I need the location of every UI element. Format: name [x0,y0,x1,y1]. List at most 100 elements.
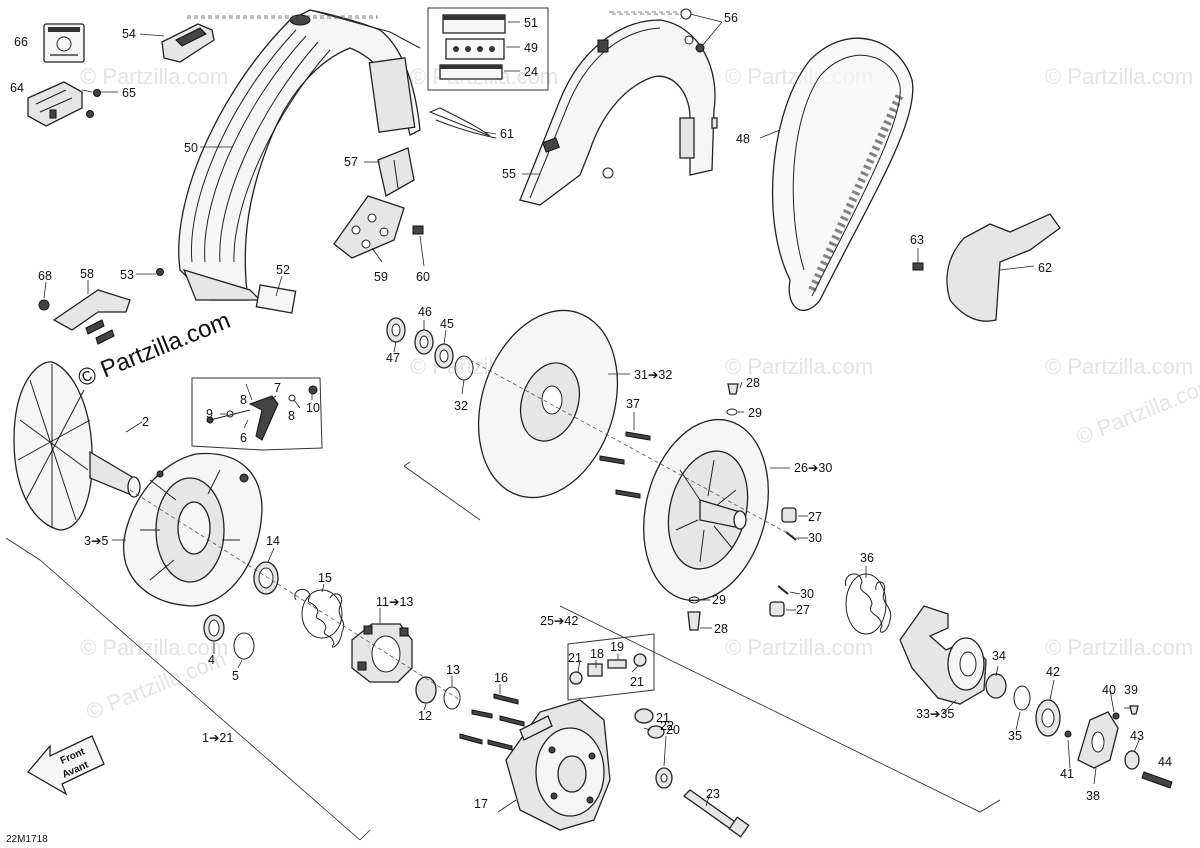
part-4-bushing [203,614,225,642]
part-44-bolt [1141,771,1173,789]
callout-37: 37 [626,397,640,411]
part-62-shield [946,213,1061,322]
part-34-bushing [985,673,1007,699]
leader-lines [43,13,1141,813]
part-15-spring [294,588,345,648]
part-39-screw [1129,705,1139,715]
callout-9: 9 [206,407,213,421]
callout-51: 51 [524,16,538,30]
callout-6: 6 [240,431,247,445]
callout-38: 38 [1086,789,1100,803]
part-2-fixed-sheave [13,361,141,531]
part-65-nut [86,89,101,118]
callout-61: 61 [500,127,514,141]
callout-10: 10 [306,401,320,415]
callout-44: 44 [1158,755,1172,769]
part-56-fasteners [680,8,718,129]
svg-text:© Partzilla.com: © Partzilla.com [1045,635,1193,660]
callout-24: 24 [524,65,538,79]
callout-64: 64 [10,81,24,95]
callout-55: 55 [502,167,516,181]
callout-32: 32 [454,399,468,413]
callout-34: 34 [992,649,1006,663]
callout-13: 13 [446,663,460,677]
part-5-circlip [233,632,255,660]
part-29-washer-top [726,408,738,416]
part-40-nut [1112,712,1120,720]
callout-2: 2 [142,415,149,429]
part-43-washer [1124,750,1140,770]
callout-14: 14 [266,534,280,548]
part-41-screw [1064,730,1072,738]
callout-48: 48 [736,132,750,146]
callout-27-top: 27 [808,510,822,524]
callout-20: 20 [666,723,680,737]
part-16-screws [459,693,525,751]
callout-18: 18 [590,647,604,661]
callout-29-lower: 29 [712,593,726,607]
callout-26-30: 26➔30 [794,461,832,475]
part-45-shim [434,343,454,369]
callout-21-outside: 21 [656,711,670,725]
callout-labels: 66 54 51 49 24 56 64 65 50 61 48 57 55 6… [10,11,1172,811]
part-66-caution-label [43,23,85,63]
callout-65: 65 [122,86,136,100]
callout-60: 60 [416,270,430,284]
callout-27-lower: 27 [796,603,810,617]
callout-28-top: 28 [746,376,760,390]
assembly-line-25-42 [403,465,1001,813]
part-23-bolt [682,789,750,838]
callout-3-5: 3➔5 [84,534,108,548]
part-27-button [781,507,797,523]
callout-21-box-right: 21 [630,675,644,689]
callout-35: 35 [1008,729,1022,743]
callout-43: 43 [1130,729,1144,743]
partzilla-watermark: © Partzilla.com [74,307,234,393]
part-11-13-spider [351,623,413,683]
assembly-line-1-21 [5,537,371,841]
callout-57: 57 [344,155,358,169]
callout-66: 66 [14,35,28,49]
part-31-32-fixed-sheave [477,309,619,499]
part-37-bolts [599,431,651,499]
callout-4: 4 [208,653,215,667]
callout-53: 53 [120,268,134,282]
callout-12: 12 [418,709,432,723]
svg-text:© Partzilla.com: © Partzilla.com [725,354,873,379]
front-direction-arrow: Front Avant [27,735,105,796]
part-64-bracket [27,81,83,127]
callout-39: 39 [1124,683,1138,697]
callout-29-top: 29 [748,406,762,420]
part-63-bolt [912,262,924,271]
callout-52: 52 [276,263,290,277]
diagram-reference: 22M1718 [6,834,48,845]
part-59-perforated-plate [333,195,405,259]
part-30-pin-lower [777,585,789,595]
part-28-screw-top [727,383,739,395]
part-12-bushing [415,676,437,704]
callout-45: 45 [440,317,454,331]
part-3-5-movable-sheave [123,452,263,607]
callout-11-13: 11➔13 [376,595,413,609]
part-50-pulley-guard [178,9,421,314]
callout-47: 47 [386,351,400,365]
part-13-ring [443,686,461,710]
callout-8-left: 8 [240,393,247,407]
part-60-screw [412,225,424,235]
rollers-box [567,633,655,701]
labels-box [427,7,549,91]
callout-59: 59 [374,270,388,284]
callout-1-21: 1➔21 [202,731,233,745]
callout-15: 15 [318,571,332,585]
callout-63: 63 [910,233,924,247]
part-47-shim [386,317,406,343]
callout-30-lower: 30 [800,587,814,601]
callout-62: 62 [1038,261,1052,275]
part-33-35-cam [899,605,987,705]
callout-31-32: 31➔32 [634,368,672,382]
part-28-screw-lower [687,611,701,631]
part-54-mount-pad [161,23,215,63]
svg-text:© Partzilla.com: © Partzilla.com [1045,354,1193,379]
weights-box [191,377,323,451]
callout-54: 54 [122,27,136,41]
